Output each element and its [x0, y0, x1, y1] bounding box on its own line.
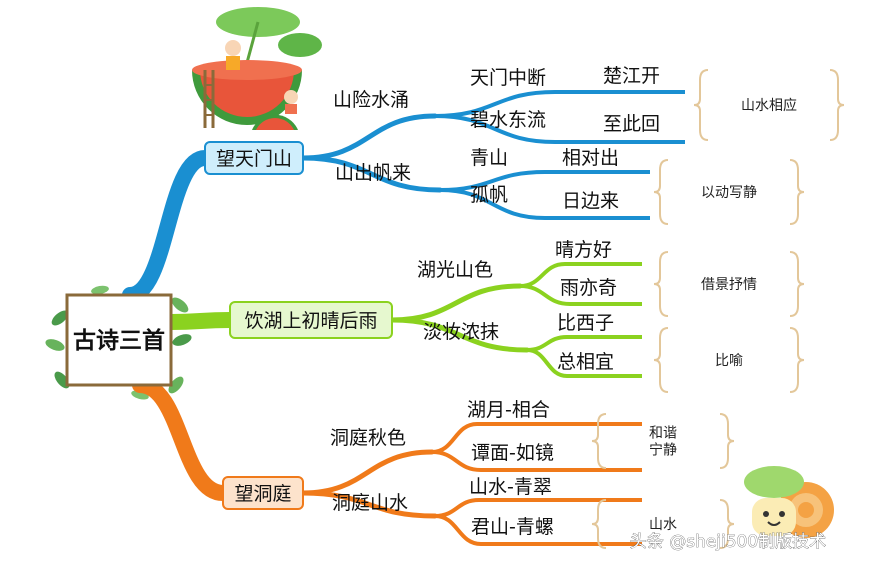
leaf-text-0-1-1-a: 孤帆 [470, 184, 508, 206]
note-brace-2-0-right [719, 413, 735, 469]
leaf-text-2-0-0: 湖月-相合 [467, 399, 550, 421]
poem-title-box-1 [229, 301, 393, 339]
leaf-text-0-1-1-b: 日边来 [562, 190, 619, 212]
group-label-2-1: 洞庭山水 [332, 492, 408, 514]
note-brace-1-0-right [789, 251, 805, 317]
note-2-1-0: 山水 [649, 517, 677, 533]
leaf-branch-0-0-1 [433, 114, 557, 144]
leaf-text-0-0-0-b: 楚江开 [603, 65, 660, 87]
branch-1-1 [389, 317, 530, 353]
group-label-0-1: 山出帆来 [335, 162, 411, 184]
leaf-text-1-1-1: 总相宜 [557, 351, 614, 373]
note-brace-1-1-left [653, 327, 669, 393]
leaf-text-1-1-0: 比西子 [557, 312, 614, 334]
leaf-branch-2-1-0 [433, 498, 481, 518]
leaf-text-0-1-0-b: 相对出 [562, 147, 619, 169]
leaf-text-2-0-1: 谭面-如镜 [471, 442, 554, 464]
branch-1-0 [389, 283, 523, 323]
root-box [65, 293, 173, 387]
leaf-branch-2-0-1 [430, 450, 483, 472]
note-2-0-1: 宁静 [649, 442, 677, 459]
branch-2-1 [300, 490, 438, 519]
watermark: 头条 @sheji500制版技术 [630, 532, 826, 552]
group-label-1-0: 湖光山色 [417, 259, 493, 281]
poem-title-0: 望天门山 [216, 148, 292, 170]
leaf-text-0-0-0-a: 天门中断 [470, 67, 546, 89]
note-brace-0-0-right [829, 69, 845, 141]
leaf-text-2-1-1: 君山-青螺 [471, 516, 554, 538]
leaf-branch-1-0-1 [518, 284, 572, 306]
group-label-0-0: 山险水涌 [333, 89, 409, 111]
note-brace-0-0-left [693, 69, 709, 141]
branch-0-1 [300, 155, 443, 193]
note-brace-2-0-left [591, 413, 607, 469]
note-brace-0-1-left [653, 159, 669, 225]
note-2-0-0: 和谐 [649, 426, 677, 442]
note-brace-1-1-right [789, 327, 805, 393]
trunk-1 [163, 312, 238, 330]
leaf-branch-0-1-1 [438, 188, 547, 220]
branch-0-0 [300, 113, 438, 161]
note-brace-2-1-right [719, 499, 735, 549]
note-1-0: 借景抒情 [701, 277, 757, 293]
group-label-2-0: 洞庭秋色 [330, 427, 406, 449]
note-0-1: 以动写静 [701, 185, 757, 201]
note-brace-1-0-left [653, 251, 669, 317]
poem-title-1: 饮湖上初晴后雨 [244, 310, 377, 332]
note-0-0: 山水相应 [741, 97, 797, 114]
leaf-branch-1-0-0 [518, 262, 567, 288]
leaf-text-0-0-1-b: 至此回 [603, 113, 660, 135]
snail-illustration-icon [744, 466, 834, 538]
trunk-0 [122, 150, 213, 303]
trunk-2 [132, 377, 231, 501]
leaf-branch-1-1-0 [525, 335, 569, 352]
watermelon-illustration-icon [192, 7, 322, 130]
root-title: 古诗三首 [73, 327, 165, 354]
note-1-1: 比喻 [715, 353, 743, 369]
leaf-text-0-0-1-a: 碧水东流 [470, 109, 546, 131]
leaf-text-0-1-0-a: 青山 [470, 147, 508, 169]
branch-2-0 [300, 449, 435, 496]
poem-title-box-0 [204, 141, 304, 175]
leaf-wreath-icon [45, 285, 192, 400]
leaf-text-1-0-1: 雨亦奇 [560, 277, 617, 299]
group-label-1-1: 淡妆浓抹 [423, 321, 499, 343]
note-brace-2-1-left [591, 499, 607, 549]
leaf-text-1-0-0: 晴方好 [555, 239, 612, 261]
note-brace-0-1-right [789, 159, 805, 225]
leaf-branch-2-1-1 [433, 514, 483, 546]
leaf-text-2-1-0: 山水-青翠 [469, 476, 552, 498]
leaf-branch-1-1-1 [525, 348, 569, 378]
poem-title-box-2 [222, 476, 304, 510]
poem-title-2: 望洞庭 [234, 483, 291, 505]
